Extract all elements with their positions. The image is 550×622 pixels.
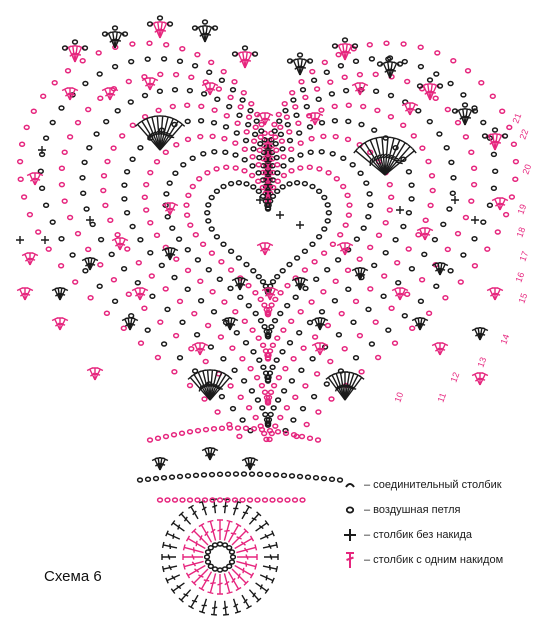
row-number: 12 (448, 371, 461, 384)
legend-item-slip-stitch: – соединительный столбик (338, 472, 543, 497)
row-number: 16 (513, 271, 526, 284)
stitch-pattern (16, 15, 520, 616)
row-number: 19 (515, 203, 528, 216)
row-number: 18 (514, 226, 527, 239)
legend-item-single-crochet: – столбик без накида (338, 522, 543, 547)
row-number: 14 (498, 333, 511, 346)
legend-label: – столбик без накида (364, 528, 473, 541)
single-crochet-icon (344, 528, 356, 541)
double-crochet-icon (346, 551, 354, 568)
chain-stitch-icon (345, 506, 355, 513)
legend-label: – соединительный столбик (364, 478, 502, 491)
row-number: 17 (517, 250, 530, 263)
legend-label: – столбик с одним накидом (364, 553, 504, 566)
row-number: 10 (392, 391, 405, 404)
legend-label: – воздушная петля (364, 503, 461, 516)
row-number: 11 (435, 391, 448, 403)
legend-item-double-crochet: – столбик с одним накидом (338, 547, 543, 572)
legend-item-chain-stitch: – воздушная петля (338, 497, 543, 522)
row-number: 13 (475, 356, 488, 369)
row-number: 20 (520, 163, 533, 176)
row-number: 22 (517, 128, 530, 141)
row-number: 15 (516, 292, 529, 305)
slip-stitch-icon (345, 482, 355, 488)
row-number: 21 (510, 112, 523, 125)
legend: – соединительный столбик – воздушная пет… (338, 472, 543, 572)
chart-caption: Схема 6 (44, 568, 102, 585)
